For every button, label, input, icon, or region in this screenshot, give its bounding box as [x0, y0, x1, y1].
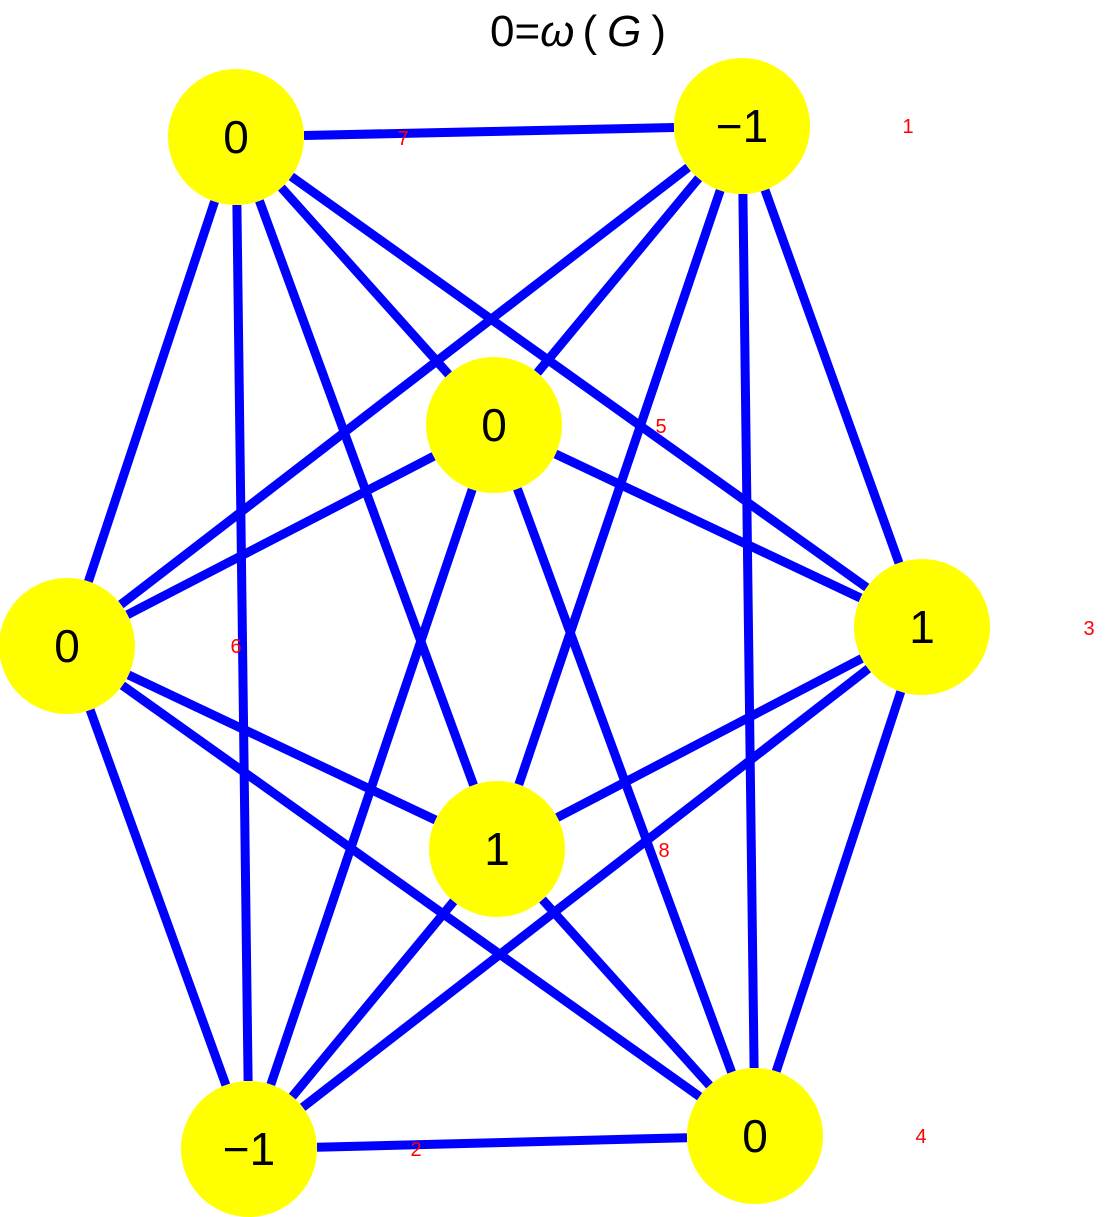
node-index-label-2: 2 — [410, 1139, 421, 1161]
node-value-label: −1 — [716, 100, 768, 152]
node-circle — [674, 58, 810, 194]
edge-6-8 — [126, 670, 438, 825]
node-index-label-5: 5 — [655, 416, 666, 438]
node-circle — [168, 69, 304, 205]
node-value-label: 0 — [742, 1110, 768, 1162]
node-1: −1 — [674, 58, 810, 194]
edge-3-4 — [771, 690, 906, 1073]
edge-7-2 — [232, 204, 253, 1082]
node-2: −1 — [181, 1081, 317, 1217]
node-value-label: −1 — [223, 1123, 275, 1175]
edge-1-4 — [738, 193, 759, 1069]
graph-title: 0=ω(G) — [490, 7, 666, 56]
edge-7-1 — [303, 123, 675, 140]
edge-1-6 — [118, 163, 691, 609]
title-graph-name: G — [607, 7, 641, 56]
node-4: 0 — [687, 1068, 823, 1204]
edge-5-6 — [125, 452, 436, 619]
node-index-label-6: 6 — [230, 636, 241, 658]
edge-7-6 — [84, 200, 219, 583]
node-circle — [854, 559, 990, 695]
edge-7-5 — [278, 184, 452, 378]
title-symbol: ω — [540, 7, 574, 56]
edge-1-5 — [533, 175, 703, 376]
edges-layer — [84, 123, 906, 1152]
node-index-label-8: 8 — [658, 840, 669, 862]
edge-6-2 — [85, 708, 231, 1087]
node-index-label-4: 4 — [915, 1126, 926, 1148]
nodes-layer: −1 −1 1 0 0 0 0 1 — [0, 58, 990, 1217]
node-6: 0 — [0, 578, 135, 714]
edge-6-4 — [119, 681, 703, 1101]
node-value-label: 1 — [909, 601, 935, 653]
node-value-label: 0 — [54, 620, 80, 672]
node-circle — [429, 781, 565, 917]
edge-2-4 — [316, 1133, 688, 1152]
node-index-label-7: 7 — [397, 128, 408, 150]
title-value: 0 — [490, 7, 514, 56]
node-8: 1 — [429, 781, 565, 917]
node-value-label: 1 — [484, 823, 510, 875]
index-labels-layer: 1 2 3 4 5 6 7 8 — [230, 116, 1094, 1161]
edge-8-2 — [288, 898, 458, 1100]
node-3: 1 — [854, 559, 990, 695]
edge-3-2 — [299, 665, 872, 1111]
edge-8-4 — [539, 896, 713, 1089]
node-circle — [181, 1081, 317, 1217]
node-circle — [426, 357, 562, 493]
node-7: 0 — [168, 69, 304, 205]
edge-5-3 — [553, 449, 863, 603]
node-value-label: 0 — [223, 111, 249, 163]
edge-1-3 — [760, 188, 904, 565]
title-equals: = — [514, 7, 540, 56]
node-index-label-3: 3 — [1083, 618, 1094, 640]
node-value-label: 0 — [481, 399, 507, 451]
node-circle — [687, 1068, 823, 1204]
title-close-paren: ) — [651, 7, 666, 56]
edge-7-3 — [288, 172, 870, 592]
node-circle — [0, 578, 135, 714]
edge-3-8 — [555, 654, 864, 822]
title-open-paren: ( — [582, 7, 597, 56]
node-index-label-1: 1 — [902, 116, 913, 138]
node-5: 0 — [426, 357, 562, 493]
